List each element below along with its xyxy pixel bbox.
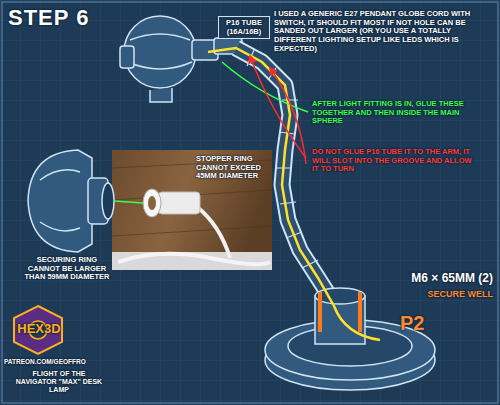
sphere-half <box>28 150 114 252</box>
red-arrow <box>250 56 306 158</box>
step-title: STEP 6 <box>8 5 89 30</box>
note: STOPPER RING CANNOT EXCEED 45MM DIAMETER <box>196 155 266 181</box>
cord-photo <box>112 150 272 270</box>
cord-path <box>208 48 380 340</box>
dimension: M6 × 65MM (2) <box>388 272 493 286</box>
note: I USED A GENERIC E27 PENDANT GLOBE CORD … <box>274 10 492 53</box>
m6-screws <box>318 292 362 332</box>
green-leader <box>114 201 143 203</box>
url: PATREON.COM/GEOFFRO <box>4 358 104 365</box>
warning-note: DO NOT GLUE P16 TUBE IT TO THE ARM, IT W… <box>312 148 477 174</box>
red-arrow <box>270 68 306 164</box>
product-name: FLIGHT OF THE NAVIGATOR "MAX" DESK LAMP <box>14 370 104 394</box>
part-number: P2 <box>400 312 440 335</box>
green-leader <box>222 62 308 112</box>
base-p2 <box>265 288 435 390</box>
part-name: P16 TUBE (16A/16B) <box>218 16 270 39</box>
green-note: AFTER LIGHT FITTING IS IN, GLUE THESE TO… <box>312 100 472 126</box>
note: SECURE WELL <box>410 289 493 299</box>
note: SECURING RING CANNOT BE LARGER THAN 59MM… <box>22 256 112 282</box>
head-sphere <box>120 16 218 102</box>
logo-text: HEX3D <box>4 322 74 337</box>
